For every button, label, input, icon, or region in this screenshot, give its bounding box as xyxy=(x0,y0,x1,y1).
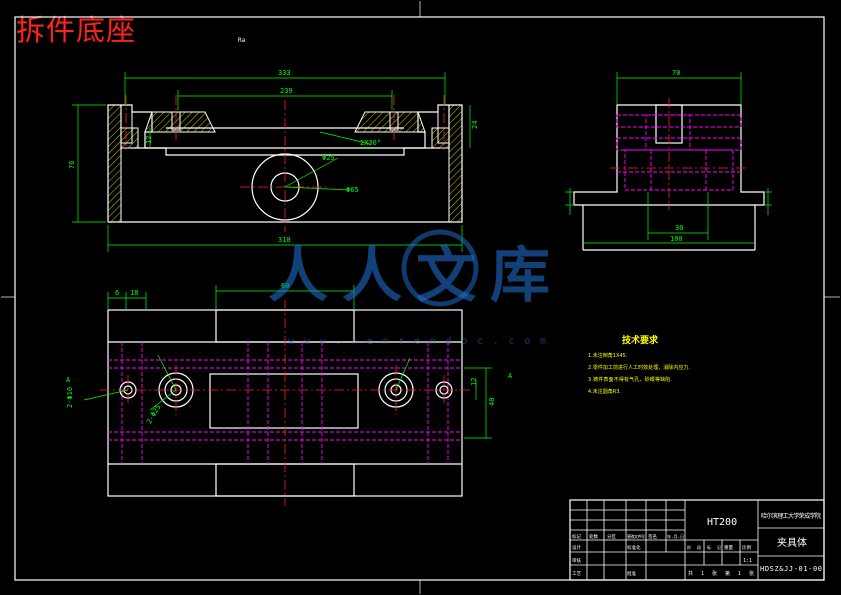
tb-label-count: 处数 xyxy=(589,533,598,540)
tb-sheet-info: 共 1 张 第 1 张 xyxy=(688,570,754,577)
dim-right-b: 40 xyxy=(488,398,496,406)
dim-height: 76 xyxy=(68,161,76,169)
watermark-url: www.renrendoc.com xyxy=(288,336,546,347)
dim-hole-a: 2-Φ10 xyxy=(66,387,74,408)
side-hidden xyxy=(616,114,742,191)
dim-side-top: 70 xyxy=(672,69,680,77)
dim-slot: 2X30° xyxy=(360,139,381,147)
front-centerlines xyxy=(125,95,445,232)
watermark-ring xyxy=(401,229,479,307)
tb-label-zone: 分区 xyxy=(607,533,616,540)
dim-right-a: 12 xyxy=(470,378,478,386)
tb-label-mark: 标记 xyxy=(572,533,581,540)
tb-label-design: 设计 xyxy=(572,544,581,551)
side-view: 70 30 100 xyxy=(565,69,772,251)
mark-left: A xyxy=(66,376,71,384)
top-dimensions xyxy=(83,285,492,439)
tech-note-item: 1.未注倒角1X45. xyxy=(588,352,628,359)
side-centerlines xyxy=(610,98,748,210)
dim-left-b: 18 xyxy=(130,289,138,297)
page-title: 拆件底座 xyxy=(16,13,137,47)
tb-drawing-no: HDSZ&JJ-01-00 xyxy=(760,565,822,573)
tb-label-date: 年.月.日 xyxy=(667,533,684,539)
dim-bottom-width: 310 xyxy=(278,236,291,244)
dim-bore-outer: Φ65 xyxy=(346,186,359,194)
tb-label-review: 审核 xyxy=(572,557,581,564)
top-centerlines xyxy=(100,300,470,506)
tech-note-item: 2.零件加工前进行人工时效处理，消除内应力. xyxy=(588,364,690,371)
tech-notes-title: 技术要求 xyxy=(622,334,659,346)
dim-side-middle: 30 xyxy=(675,224,683,232)
front-dim-text: 333 239 310 76 12 24 2X30° Φ25 Φ65 xyxy=(68,69,479,244)
top-view: 60 6 18 2-Φ10 2-Φ25 12 40 A A xyxy=(66,282,513,506)
tb-label-signature: 签名 xyxy=(648,533,657,540)
dim-side-bottom: 100 xyxy=(670,235,683,243)
mark-right: A xyxy=(508,372,513,380)
tb-label-weight: 重量 xyxy=(724,544,733,551)
dim-small-right: 24 xyxy=(471,121,479,129)
side-dim-text: 70 30 100 xyxy=(670,69,683,243)
tb-label-process: 工艺 xyxy=(572,571,581,577)
tb-label-change-doc: 更改文件号 xyxy=(627,533,645,539)
dim-small-left: 12 xyxy=(145,136,153,144)
corner-mark: Ra xyxy=(238,37,246,44)
tb-school: 哈尔滨理工大学荣成学院 xyxy=(761,512,821,520)
dim-bore-inner: Φ25 xyxy=(322,154,335,162)
tb-material: HT200 xyxy=(707,517,737,528)
tb-label-scale: 比例 xyxy=(742,544,751,551)
title-block: HT200 哈尔滨理工大学荣成学院 夹具体 HDSZ&JJ-01-00 标记 处… xyxy=(569,499,825,581)
dim-pocket: 60 xyxy=(281,282,289,290)
tech-notes: 技术要求 1.未注倒角1X45. 2.零件加工前进行人工时效处理，消除内应力. … xyxy=(588,334,690,395)
front-view: 333 239 310 76 12 24 2X30° Φ25 Φ65 xyxy=(68,69,479,252)
dim-left-a: 6 xyxy=(115,289,119,297)
tech-note-item: 4.未注圆角R3. xyxy=(588,388,621,395)
tech-note-item: 3.铸件表面不得有气孔、砂眼等缺陷. xyxy=(588,376,672,383)
dim-top-width: 333 xyxy=(278,69,291,77)
dim-hole-b: 2-Φ25 xyxy=(145,403,162,425)
side-dimensions xyxy=(565,72,772,244)
side-outline xyxy=(573,104,765,251)
watermark: 人人文库 www.renrendoc.com xyxy=(268,229,550,347)
tb-label-approve: 批准 xyxy=(627,570,636,577)
dim-inner-width: 239 xyxy=(280,87,293,95)
front-bolts xyxy=(120,104,450,144)
tb-label-standardize: 标准化 xyxy=(627,544,641,551)
front-dimensions xyxy=(72,72,471,252)
tb-scale-value: 1:1 xyxy=(743,558,752,564)
tb-part-name: 夹具体 xyxy=(777,536,807,549)
